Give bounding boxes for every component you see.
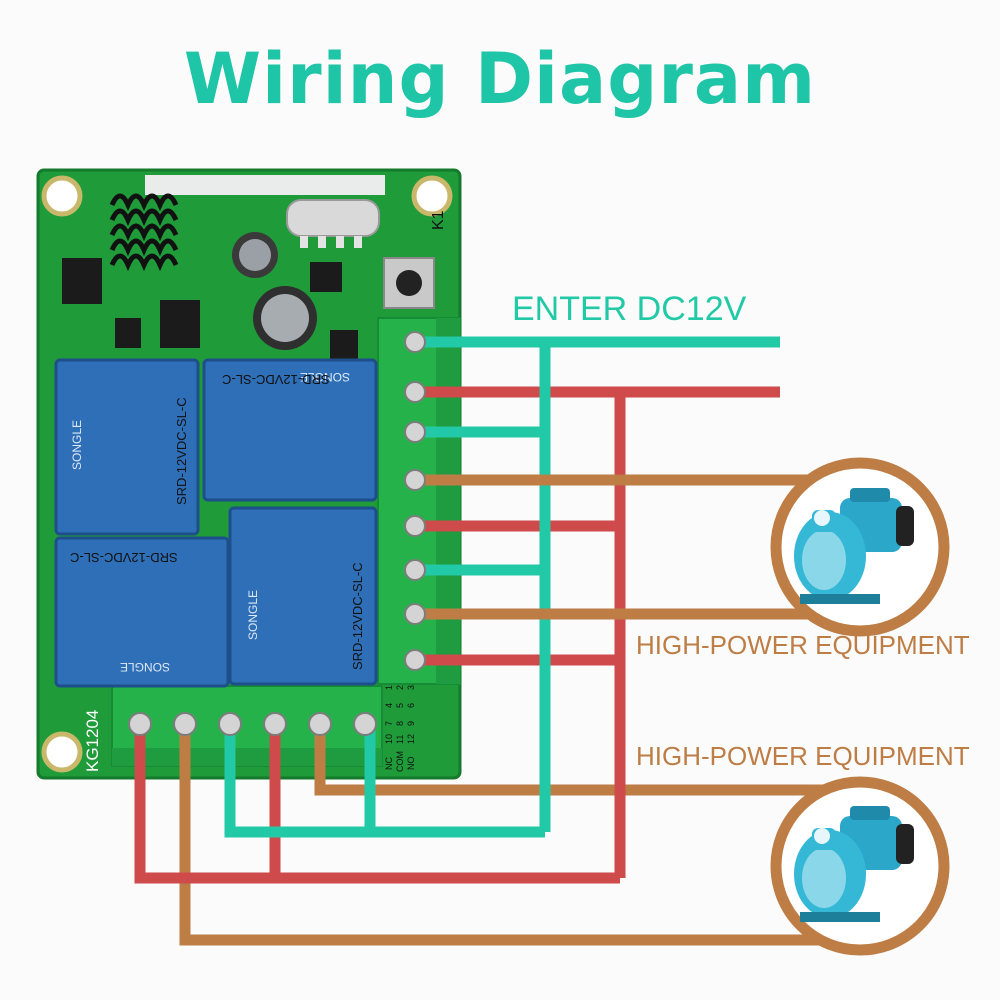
relay-1-brand: SONGLE [70,419,84,470]
wire-load-loop-2 [179,730,860,946]
relay-3-brand: SONGLE [120,660,171,674]
crystal-icon [286,199,380,237]
wire-negative-supply [224,336,780,838]
bottom-terminal-block [111,685,383,767]
terminal-number: 2 [395,684,405,690]
equipment-2 [770,776,950,956]
relay-4 [228,506,378,686]
relay-2-model: SRD-12VDC-SL-C [222,372,330,387]
equipment-1 [770,457,950,637]
terminal-label-nc: NC [384,757,394,770]
board-model: KG1204 [83,709,102,772]
push-button-icon [383,257,435,309]
relay-2 [202,358,378,502]
terminal-number: 12 [406,733,416,744]
relay-3-model: SRD-12VDC-SL-C [70,550,178,565]
equipment-label-1: HIGH-POWER EQUIPMENT [636,630,970,660]
wire-load-loop-1 [415,474,860,620]
terminal-number: 10 [384,733,394,744]
relay-1 [54,358,200,536]
relay-4-model: SRD-12VDC-SL-C [350,562,365,670]
terminal-number: 11 [395,734,405,744]
terminal-label-com: COM [395,751,405,772]
water-pump-icon [794,488,914,604]
equipment-label-2: HIGH-POWER EQUIPMENT [636,741,970,771]
relay-1-model: SRD-12VDC-SL-C [174,397,189,505]
page-title: Wiring Diagram [183,38,817,120]
input-voltage-label: ENTER DC12V [512,290,747,328]
terminal-number: 7 [384,720,394,726]
right-terminal-block [377,317,461,685]
relay-3 [54,536,230,688]
board-marking: K1 [430,210,447,230]
wire-positive-supply [134,386,780,884]
terminal-label-no: NO [406,756,416,771]
terminal-number: 6 [406,702,416,708]
terminal-screws [128,331,426,736]
terminal-number: 3 [406,684,416,690]
water-pump-icon [794,806,914,922]
terminal-number: 1 [384,684,394,690]
terminal-number: 4 [384,702,394,708]
capacitor-icon [232,232,317,350]
antenna-coil-icon [109,193,179,272]
terminal-number: 5 [395,702,405,708]
terminal-number: 9 [406,720,416,726]
relay-board [36,168,462,780]
relay-4-brand: SONGLE [246,589,260,640]
terminal-number: 8 [395,720,405,726]
